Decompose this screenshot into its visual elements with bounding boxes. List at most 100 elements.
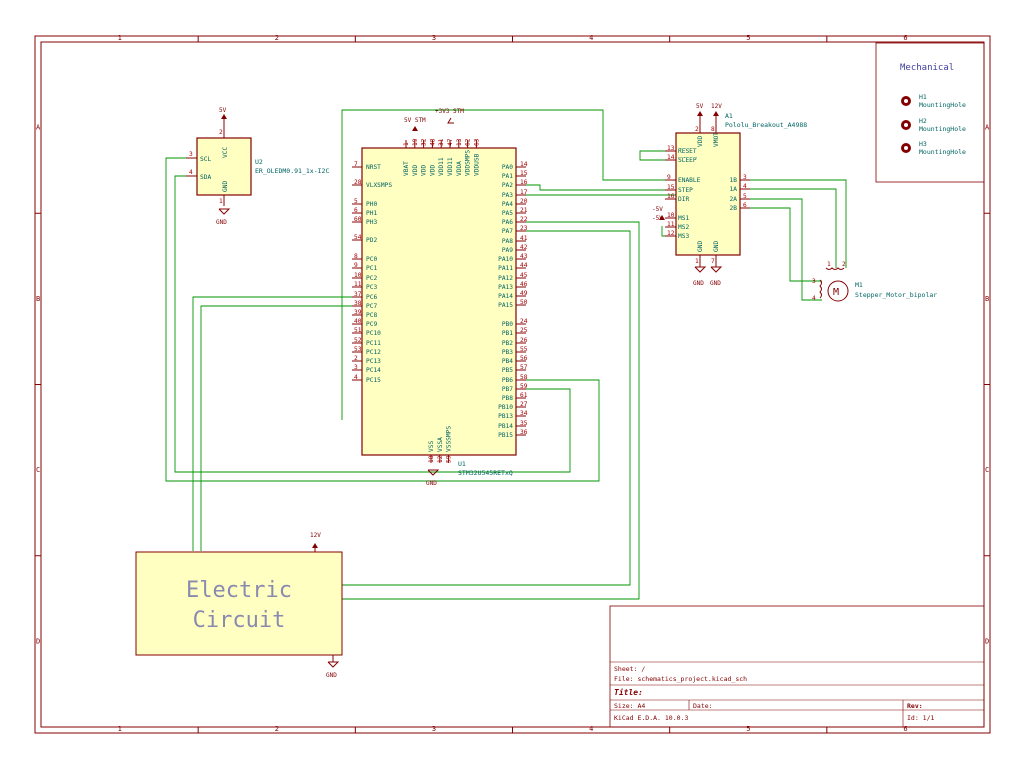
tb-title: Title: <box>614 687 643 697</box>
u1-left-pin-num: 10 <box>354 272 362 279</box>
zone-col-5: 5 <box>746 34 750 42</box>
tb-sheet: Sheet: / <box>614 665 645 673</box>
u1-right-pin-num: 49 <box>520 290 528 297</box>
tb-id: Id: 1/1 <box>907 714 934 722</box>
zone-row-C: C <box>36 466 40 474</box>
zone-col-6: 6 <box>903 34 907 42</box>
u1-right-pin-num: 44 <box>520 262 528 269</box>
a1-left-pin-num: 16 <box>667 193 675 200</box>
u1-top-pin-num: 19 <box>412 138 419 146</box>
m1-stepper-motor[interactable]: M 1 2 3 4 M1 Stepper_Motor_bipolar <box>812 261 937 302</box>
u1-left-pin-num: 6 <box>354 207 358 214</box>
u1-right-pin-num: 36 <box>520 429 528 436</box>
mounting-hole-h1[interactable]: H1 MountingHole <box>901 93 966 109</box>
electric-circuit-block[interactable]: Electric Circuit 12V GND <box>135 532 343 679</box>
u1-right-pin-pb1: PB1 <box>502 330 513 337</box>
a1-left-pin-dir: DIR <box>678 196 689 203</box>
u1-left-pin-pc11: PC11 <box>366 340 381 347</box>
u1-right-pin-pa5: PA5 <box>502 210 513 217</box>
u1-left-pin-ph1: PH1 <box>366 210 377 217</box>
zone-col-1: 1 <box>118 725 122 733</box>
tb-file: File: schematics_project.kicad_sch <box>614 675 747 683</box>
svg-text:SDA: SDA <box>200 174 211 181</box>
u1-top-pin-label: VDDSMPS <box>465 150 472 176</box>
u1-ref: U1 <box>458 460 466 468</box>
svg-text:M: M <box>833 287 839 298</box>
u1-right-pin-pa7: PA7 <box>502 228 513 235</box>
svg-text:VCC: VCC <box>222 147 229 158</box>
u1-stm32-mcu[interactable]: 1VBAT19VDD32VDD48VDD31VDD1147VDD1113VDDA… <box>352 108 528 487</box>
svg-text:5V STM: 5V STM <box>404 117 426 124</box>
u1-left-pin-num: 9 <box>354 262 358 269</box>
a1-right-pin-2a: 2A <box>730 196 738 203</box>
u1-right-pin-pb4: PB4 <box>502 358 513 365</box>
u1-left-pin-pc15: PC15 <box>366 377 381 384</box>
a1-left-pin-num: 10 <box>667 212 675 219</box>
u1-bottom-pin-num: 18 <box>428 455 435 463</box>
u1-left-pin-num: 11 <box>354 281 362 288</box>
u1-right-pin-num: 22 <box>520 216 528 223</box>
svg-text:GND: GND <box>693 280 704 287</box>
zone-row-A: A <box>36 124 41 132</box>
a1-top-pin-num: 8 <box>711 126 715 133</box>
svg-text:-5V: -5V <box>652 215 663 222</box>
a1-left-pin-num: 9 <box>667 174 671 181</box>
a1-bottom-pin-label: GND <box>697 241 704 252</box>
u1-left-pin-pc9: PC9 <box>366 321 377 328</box>
svg-text:1: 1 <box>827 261 831 268</box>
circuit-line2: Circuit <box>193 608 286 633</box>
a1-left-pin-num: 12 <box>667 230 675 237</box>
u1-right-pin-num: 50 <box>520 299 528 306</box>
a1-right-pin-num: 4 <box>743 183 747 190</box>
a1-left-pin-reset: RESET <box>678 148 697 155</box>
svg-text:5V: 5V <box>696 103 704 110</box>
a1-bottom-pin-label: GND <box>713 241 720 252</box>
u1-right-pin-num: 34 <box>520 410 528 417</box>
svg-text:GND: GND <box>326 672 337 679</box>
zone-col-1: 1 <box>118 34 122 42</box>
u1-right-pin-pb5: PB5 <box>502 367 513 374</box>
u1-top-pin-label: VBAT <box>403 161 410 176</box>
zone-row-B: B <box>36 295 40 303</box>
a1-left-pin-step: STEP <box>678 187 693 194</box>
a1-value: Pololu_Breakout_A4988 <box>725 121 807 129</box>
u1-top-pin-label: VDD <box>429 165 436 176</box>
u1-left-pin-pc14: PC14 <box>366 367 381 374</box>
u1-right-pin-pb8: PB8 <box>502 395 513 402</box>
u1-top-pin-num: 47 <box>447 138 454 146</box>
a1-left-pin-num: 14 <box>667 154 675 161</box>
u1-right-pin-num: 58 <box>520 374 528 381</box>
svg-text:H3: H3 <box>919 140 927 148</box>
u1-top-pin-num: 1 <box>403 142 410 146</box>
u1-left-pin-ph3: PH3 <box>366 219 377 226</box>
u1-left-pin-num: 28 <box>354 179 362 186</box>
u1-left-pin-num: 38 <box>354 300 362 307</box>
mounting-hole-h2[interactable]: H2 MountingHole <box>901 117 966 133</box>
mounting-hole-h3[interactable]: H3 MountingHole <box>901 140 966 156</box>
u1-right-pin-pa6: PA6 <box>502 219 513 226</box>
svg-text:12V: 12V <box>711 103 722 110</box>
zone-col-3: 3 <box>432 34 436 42</box>
u1-right-pin-num: 46 <box>520 281 528 288</box>
u1-top-pin-label: VDD11 <box>447 157 454 176</box>
a1-left-pin-num: 15 <box>667 184 675 191</box>
u1-top-pin-label: VDDA <box>456 161 463 176</box>
a1-left-pin-ms1: MS1 <box>678 215 689 222</box>
u1-right-pin-pa0: PA0 <box>502 164 513 171</box>
u2-oled-display[interactable]: 2 1 3 4 VCC GND SCL SDA U2 ER_OLEDM0.91_… <box>186 107 329 226</box>
u1-bottom-pin-label: VSSSMPS <box>446 426 453 452</box>
u1-left-pin-num: 7 <box>354 161 358 168</box>
u1-right-pin-pa4: PA4 <box>502 201 513 208</box>
title-block: Sheet: / File: schematics_project.kicad_… <box>609 605 985 728</box>
a1-right-pin-1a: 1A <box>730 186 738 193</box>
u1-top-pin-label: VDD <box>412 165 419 176</box>
svg-text:3: 3 <box>189 151 193 158</box>
u1-left-pin-pc12: PC12 <box>366 349 381 356</box>
zone-col-4: 4 <box>589 725 593 733</box>
u1-top-pin-label: VDD11 <box>438 157 445 176</box>
u1-right-pin-pa9: PA9 <box>502 247 513 254</box>
u1-right-pin-pb15: PB15 <box>498 432 513 439</box>
a1-top-pin-label: VDD <box>697 136 704 147</box>
